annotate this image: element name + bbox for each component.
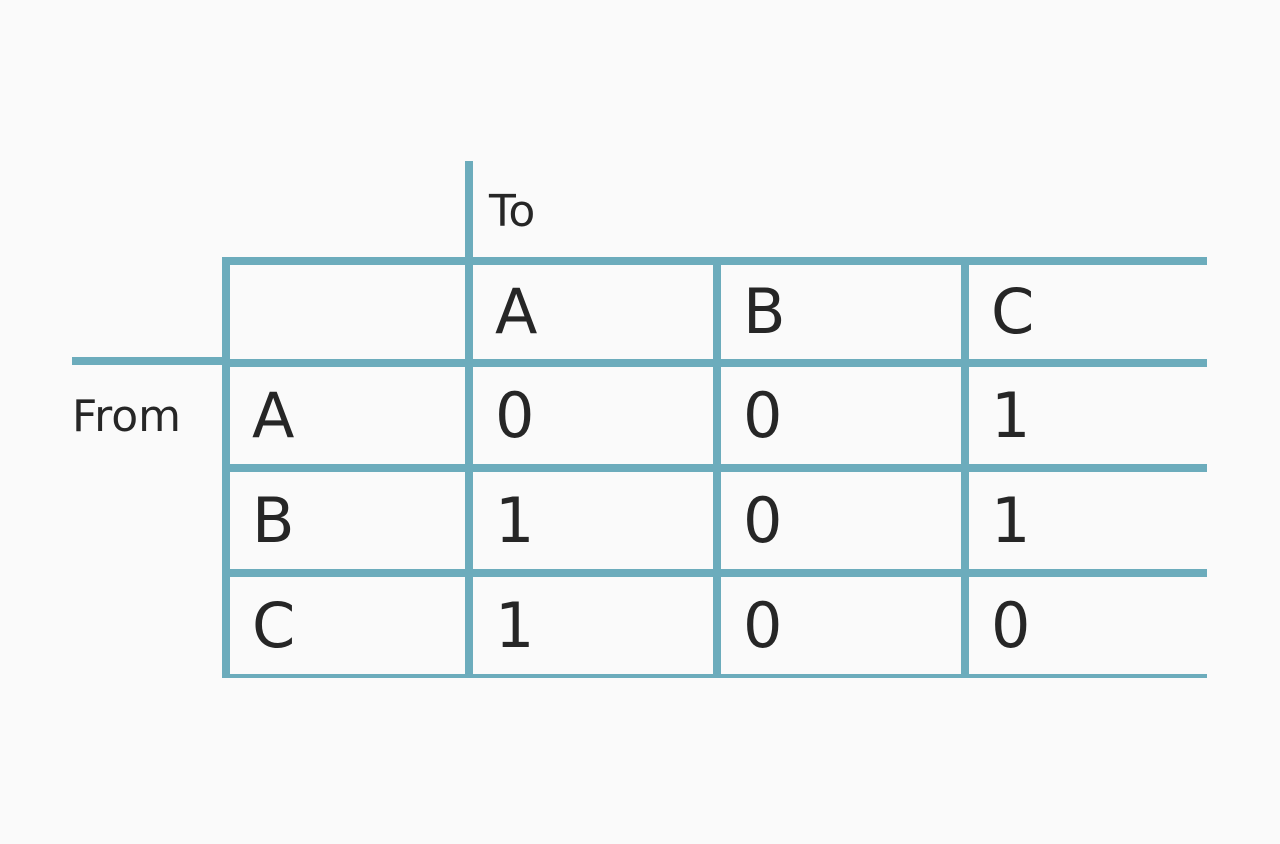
cell-c-b: 0 [721, 577, 961, 674]
cell-a-a: 0 [473, 367, 713, 464]
from-axis-label: From [72, 391, 182, 442]
row-header-a: A [230, 367, 465, 464]
row-header-b: B [230, 472, 465, 569]
column-header-c: C [969, 265, 1209, 359]
row-header-c: C [230, 577, 465, 674]
matrix-row-a: A 0 0 1 [230, 367, 1209, 464]
cell-c-a: 1 [473, 577, 713, 674]
to-axis-label: To [489, 186, 536, 237]
matrix-header-row: A B C [230, 265, 1209, 359]
cell-c-c: 0 [969, 577, 1209, 674]
cell-b-a: 1 [473, 472, 713, 569]
matrix-row-b: B 1 0 1 [230, 472, 1209, 569]
cell-b-c: 1 [969, 472, 1209, 569]
matrix-corner-cell [230, 265, 465, 359]
adjacency-matrix: A B C A 0 0 1 B 1 0 1 C 1 [222, 257, 1209, 678]
to-axis-guide-line [465, 161, 473, 267]
from-axis-guide-line [72, 357, 232, 365]
column-header-a: A [473, 265, 713, 359]
matrix-body: A B C A 0 0 1 B 1 0 1 C 1 [230, 265, 1209, 674]
matrix-table: A B C A 0 0 1 B 1 0 1 C 1 [222, 257, 1217, 682]
matrix-row-c: C 1 0 0 [230, 577, 1209, 674]
cell-a-b: 0 [721, 367, 961, 464]
cell-a-c: 1 [969, 367, 1209, 464]
cell-b-b: 0 [721, 472, 961, 569]
column-header-b: B [721, 265, 961, 359]
